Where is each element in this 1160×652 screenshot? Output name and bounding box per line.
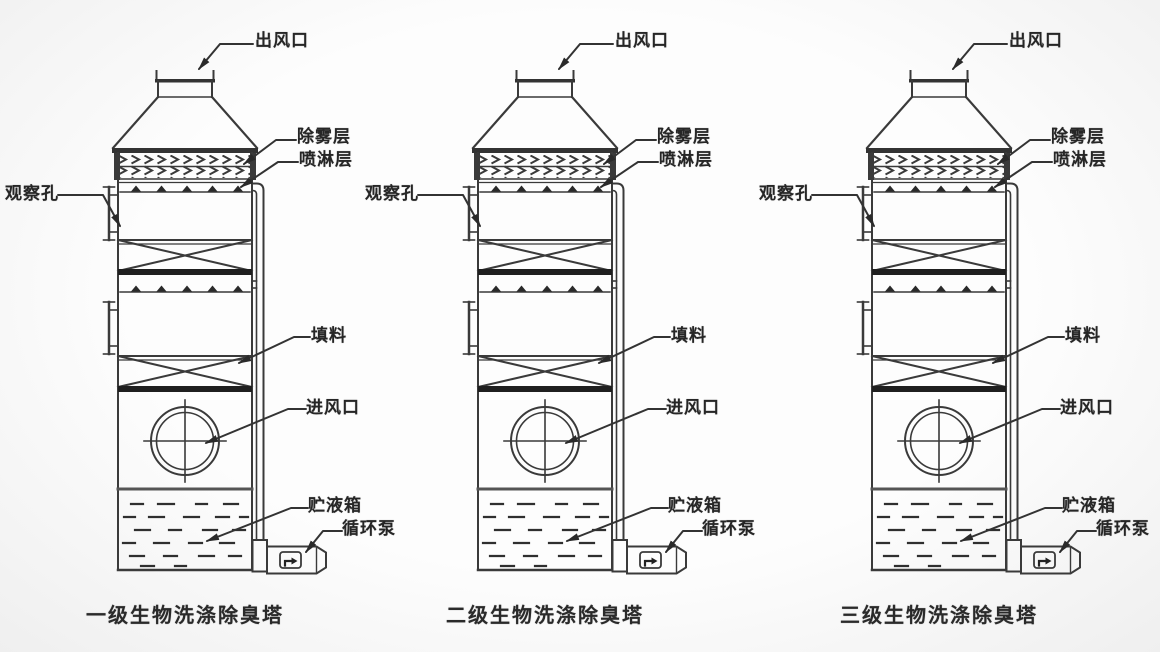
spray-layer-label: 喷淋层 — [299, 150, 353, 169]
tower-caption: 三级生物洗涤除臭塔 — [840, 605, 1038, 627]
tower-stage-3: 出风口 除雾层 喷淋层 观察孔 填料 进风口 贮液箱 循环泵 三级生物洗涤除臭塔 — [754, 0, 1149, 652]
packing-label: 填料 — [671, 326, 707, 345]
air-outlet-label: 出风口 — [615, 31, 669, 50]
circulation-pump-label: 循环泵 — [702, 519, 756, 538]
demister-layer-label: 除雾层 — [1051, 127, 1105, 146]
inspection-port-label: 观察孔 — [759, 184, 813, 203]
demister-layer-label: 除雾层 — [657, 127, 711, 146]
demister-layer-label: 除雾层 — [297, 127, 351, 146]
packing-label: 填料 — [311, 326, 347, 345]
liquid-tank-label: 贮液箱 — [308, 496, 362, 515]
air-inlet-label: 进风口 — [1060, 398, 1114, 417]
air-inlet-label: 进风口 — [666, 398, 720, 417]
air-outlet-label: 出风口 — [1009, 31, 1063, 50]
liquid-tank-label: 贮液箱 — [668, 496, 722, 515]
air-inlet-label: 进风口 — [306, 398, 360, 417]
circulation-pump-label: 循环泵 — [342, 519, 396, 538]
air-outlet-label: 出风口 — [255, 31, 309, 50]
spray-layer-label: 喷淋层 — [659, 150, 713, 169]
packing-label: 填料 — [1065, 326, 1101, 345]
spray-layer-label: 喷淋层 — [1053, 150, 1107, 169]
tower-stage-2: 出风口 除雾层 喷淋层 观察孔 填料 进风口 贮液箱 循环泵 二级生物洗涤除臭塔 — [360, 0, 755, 652]
tower-stage-1: 出风口 除雾层 喷淋层 观察孔 填料 进风口 贮液箱 循环泵 一级生物洗涤除臭塔 — [0, 0, 395, 652]
tower-caption: 一级生物洗涤除臭塔 — [86, 605, 284, 627]
liquid-tank-label: 贮液箱 — [1062, 496, 1116, 515]
tower-caption: 二级生物洗涤除臭塔 — [446, 605, 644, 627]
circulation-pump-label: 循环泵 — [1096, 519, 1150, 538]
inspection-port-label: 观察孔 — [5, 184, 59, 203]
inspection-port-label: 观察孔 — [365, 184, 419, 203]
